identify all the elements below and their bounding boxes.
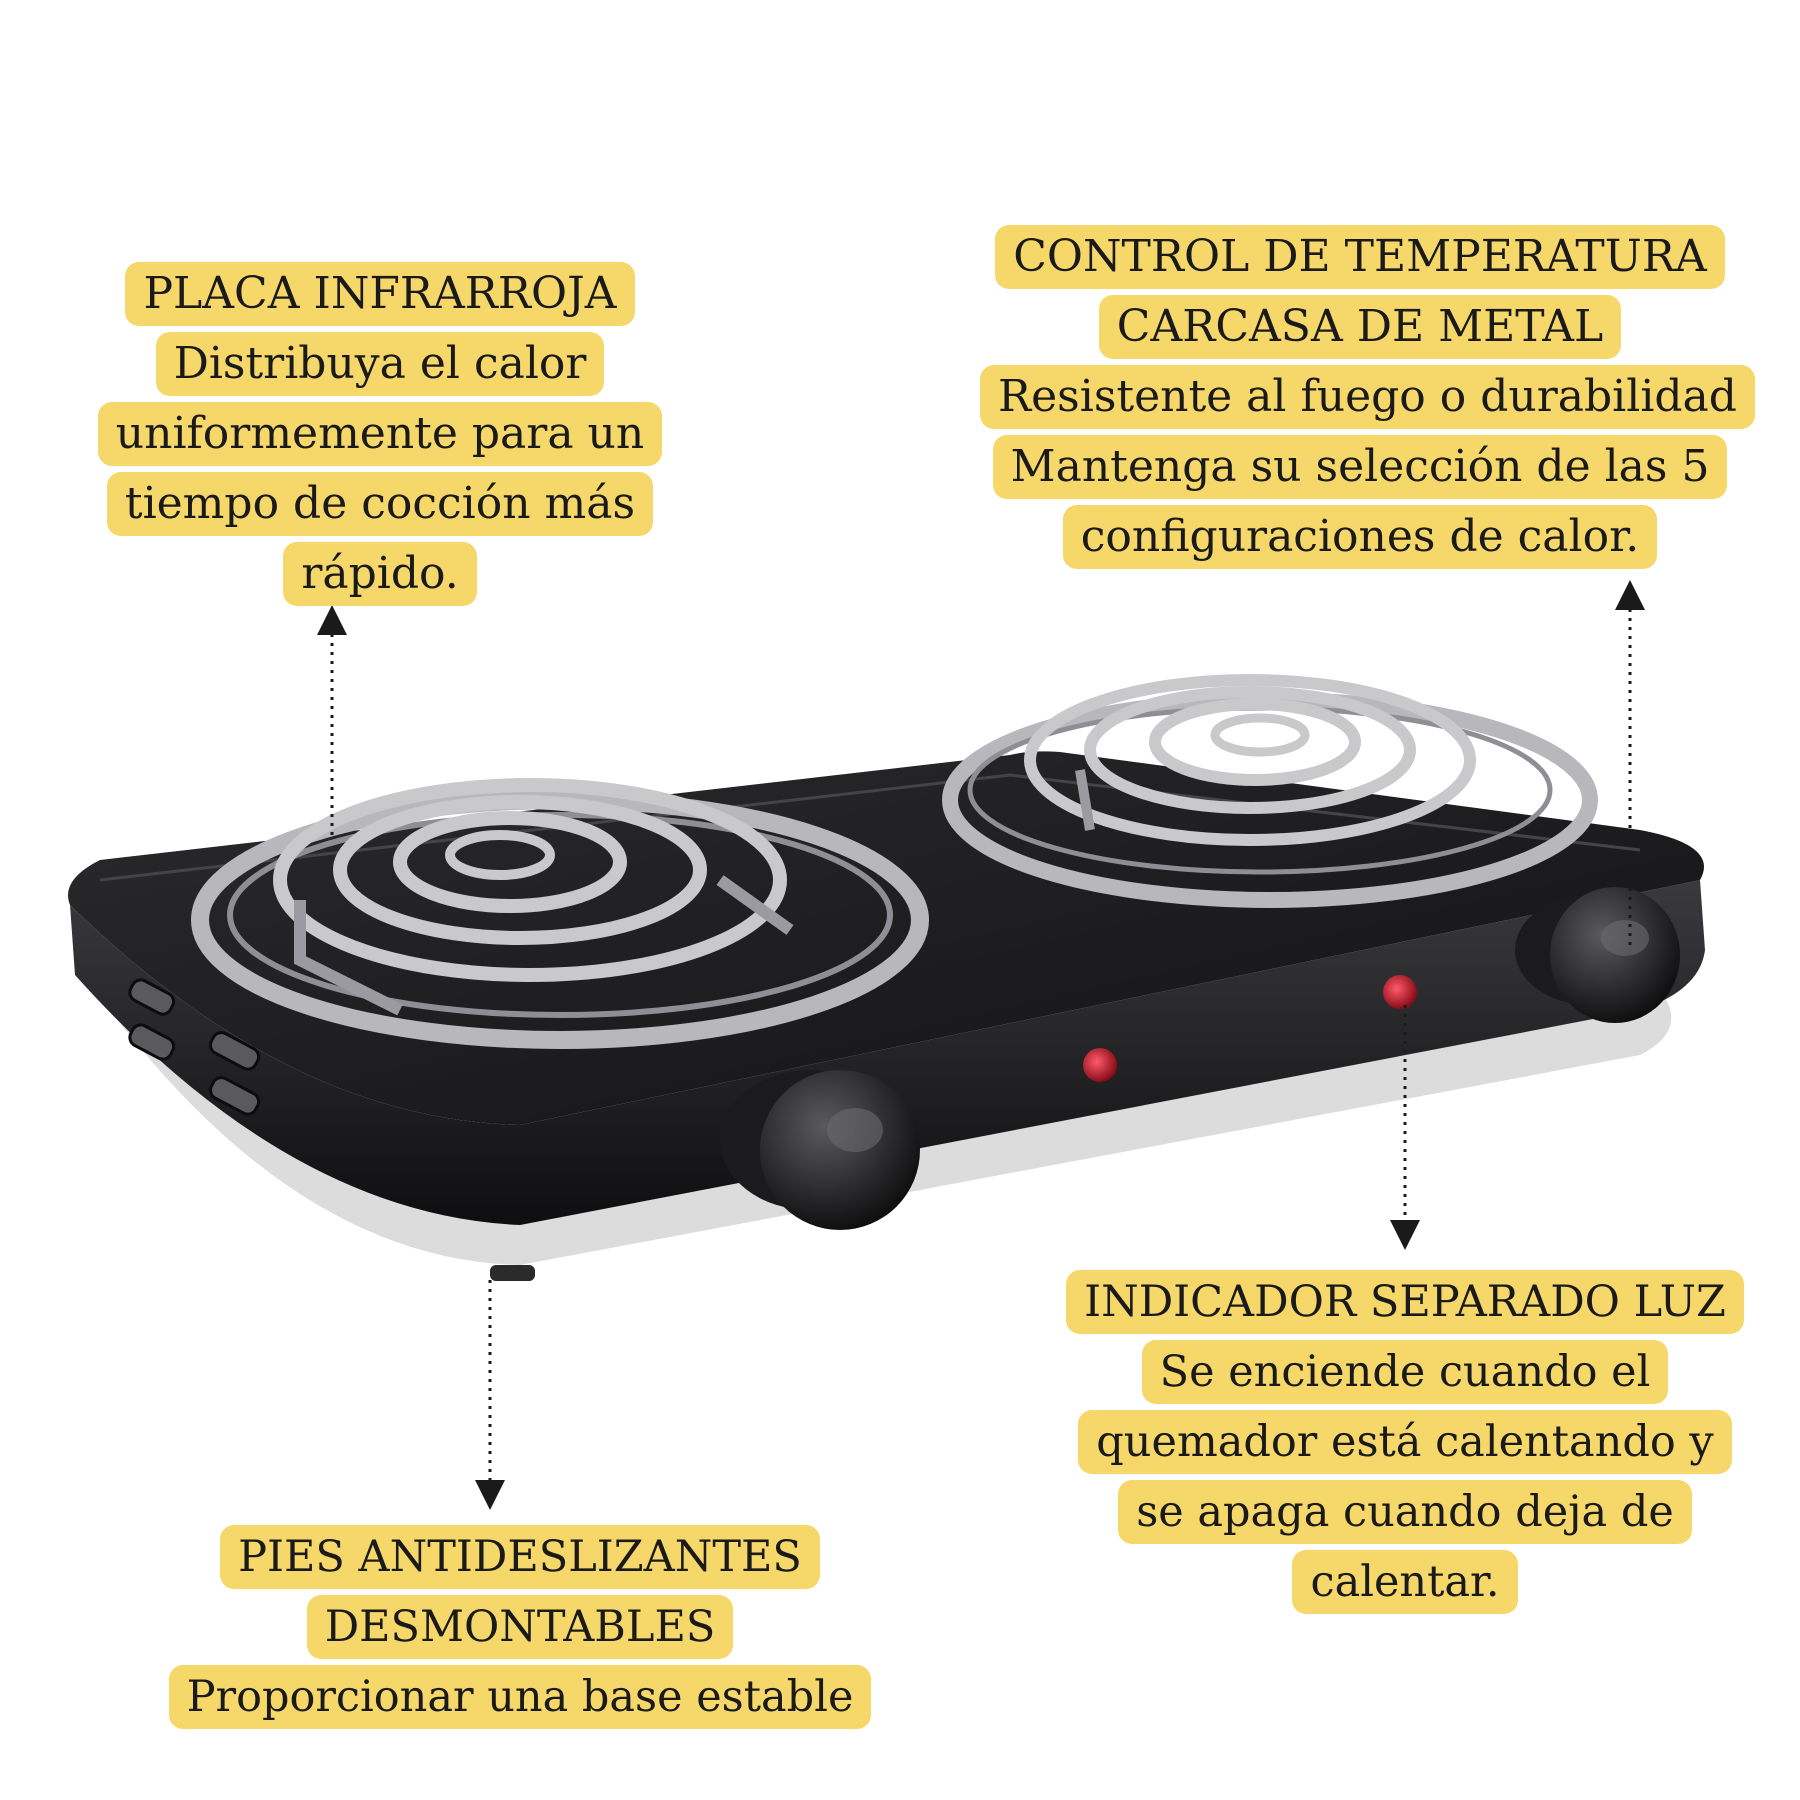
callout-control-title: CONTROL DE TEMPERATURA bbox=[995, 225, 1725, 289]
callout-control-line-3: Resistente al fuego o durabilidad bbox=[980, 365, 1755, 429]
callout-indicador-line-4: se apaga cuando deja de bbox=[1118, 1480, 1692, 1544]
right-indicator-light bbox=[1383, 975, 1417, 1009]
callout-placa-line-4: tiempo de cocción más bbox=[106, 472, 654, 536]
left-burner-coil bbox=[191, 778, 929, 1049]
right-burner-coil bbox=[942, 674, 1598, 908]
callout-placa-line-3: uniformemente para un bbox=[97, 402, 663, 466]
left-indicator-light bbox=[1083, 1048, 1117, 1082]
left-temperature-knob[interactable] bbox=[720, 1070, 920, 1230]
callout-control-line-4: Mantenga su selección de las 5 bbox=[992, 435, 1728, 499]
anti-slip-foot bbox=[490, 1265, 535, 1281]
callout-indicador-line-3: quemador está calentando y bbox=[1078, 1410, 1732, 1474]
callout-control-temperatura: CONTROL DE TEMPERATURA CARCASA DE METAL … bbox=[980, 225, 1755, 575]
callout-placa-line-2: Distribuya el calor bbox=[155, 332, 605, 396]
callout-pies-line-3: Proporcionar una base estable bbox=[168, 1665, 872, 1729]
side-vents bbox=[128, 978, 261, 1116]
callout-placa-infrarroja: PLACA INFRARROJA Distribuya el calor uni… bbox=[90, 262, 670, 612]
callout-indicador-luz: INDICADOR SEPARADO LUZ Se enciende cuand… bbox=[1040, 1270, 1770, 1620]
callout-placa-title: PLACA INFRARROJA bbox=[125, 262, 635, 326]
callout-indicador-title: INDICADOR SEPARADO LUZ bbox=[1066, 1270, 1744, 1334]
callout-control-subtitle: CARCASA DE METAL bbox=[1098, 295, 1622, 359]
callout-pies-antideslizantes: PIES ANTIDESLIZANTES DESMONTABLES Propor… bbox=[150, 1525, 890, 1735]
callout-pies-subtitle: DESMONTABLES bbox=[306, 1595, 734, 1659]
callout-indicador-line-5: calentar. bbox=[1292, 1550, 1518, 1614]
callout-placa-line-5: rápido. bbox=[283, 542, 477, 606]
right-temperature-knob[interactable] bbox=[1515, 887, 1680, 1023]
callout-pies-title: PIES ANTIDESLIZANTES bbox=[220, 1525, 820, 1589]
callout-indicador-line-2: Se enciende cuando el bbox=[1141, 1340, 1669, 1404]
pointer-lines bbox=[317, 580, 1645, 1510]
callout-control-line-5: configuraciones de calor. bbox=[1062, 505, 1658, 569]
